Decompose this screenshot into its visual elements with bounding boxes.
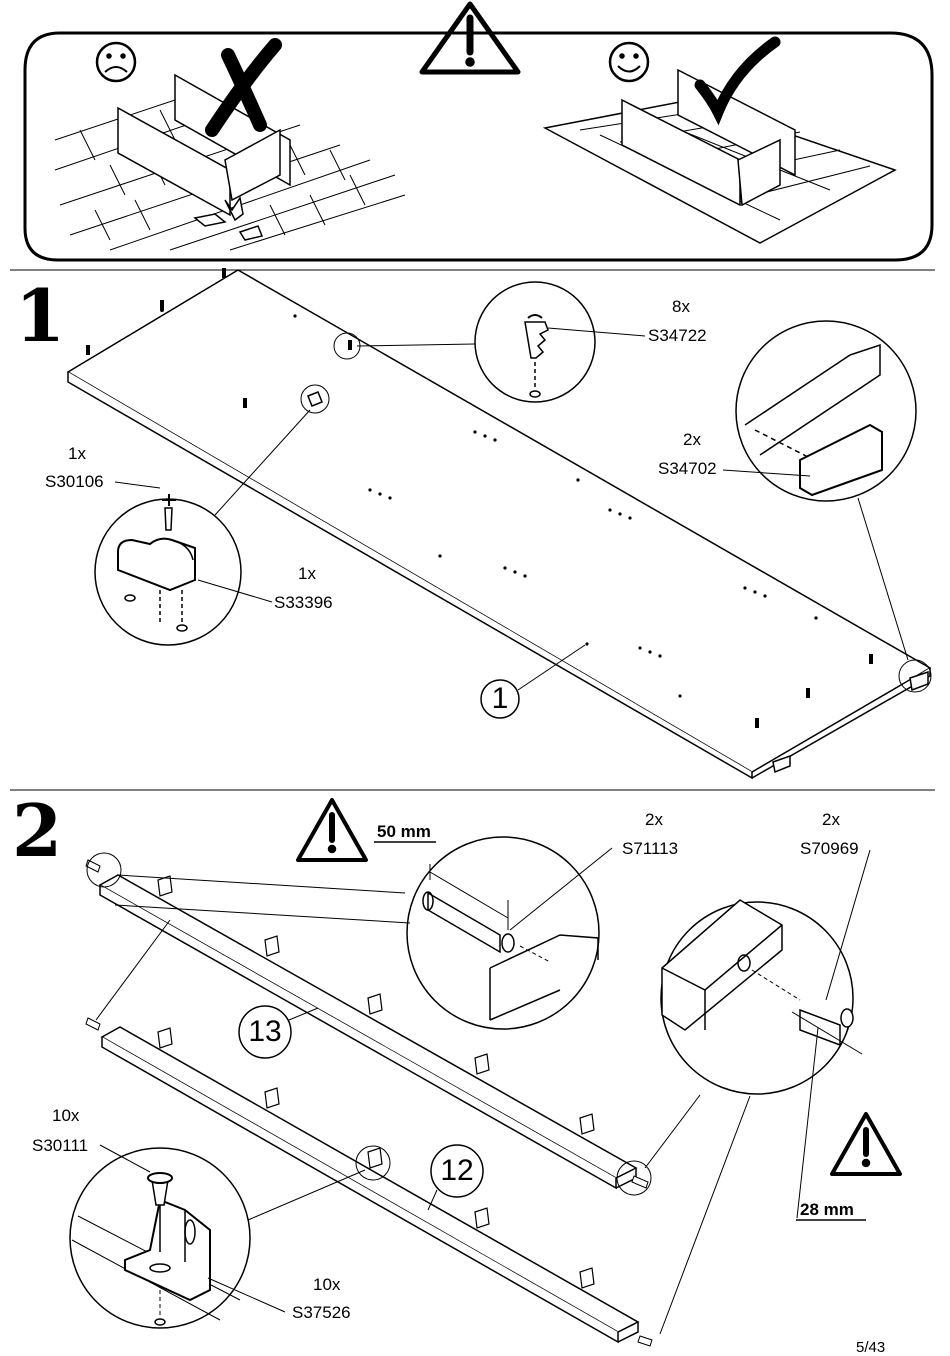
smiley-face-icon (608, 41, 650, 83)
qty-screw-s30106: 1x (68, 444, 86, 463)
page-number: 5/43 (856, 1339, 886, 1356)
qty-dowel-s70969: 2x (822, 810, 840, 829)
code-screw-s30106: S30106 (45, 472, 104, 491)
dowel-28-detail (644, 849, 871, 1335)
bracket-detail (69, 1144, 366, 1329)
sad-face-icon (95, 41, 137, 83)
code-dowel-s70969: S70969 (800, 839, 859, 858)
measure-28mm: 28 mm (800, 1200, 854, 1219)
panel-1 (66, 269, 932, 780)
broken-frame (117, 73, 291, 217)
step-2-number: 2 (12, 788, 63, 873)
rail-13 (98, 874, 638, 1190)
qty-bracket: 10x (313, 1275, 341, 1294)
warning-icon-small (296, 798, 368, 862)
part-label-12: 12 (440, 1154, 474, 1187)
cross-mark-icon (205, 38, 282, 137)
measure-50mm: 50 mm (377, 822, 431, 841)
qty-dowel-s71113: 2x (645, 810, 663, 829)
qty-cam-bolt: 8x (672, 297, 690, 316)
step2-drawing (69, 798, 902, 1347)
step-1-number: 1 (15, 273, 66, 358)
code-dowel-s71113: S71113 (622, 839, 679, 858)
dowel-50-detail (114, 836, 613, 1030)
code-glide-pad: S34702 (658, 459, 717, 478)
warning-icon-small-2 (830, 1112, 902, 1176)
cam-bolt-detail (333, 281, 646, 403)
breakage-icon (193, 196, 264, 241)
qty-glide-pad: 2x (683, 430, 701, 449)
cam-bolt-markers (86, 268, 873, 728)
rail-brackets (157, 875, 595, 1289)
code-shelf-clip: S33396 (274, 593, 333, 612)
qty-shelf-clip: 1x (298, 564, 316, 583)
shelf-clip-detail (94, 384, 330, 646)
warning-panel (23, 1, 934, 262)
glide-pad-detail (722, 320, 932, 693)
code-bracket: S37526 (292, 1303, 351, 1322)
warning-icon (419, 1, 521, 75)
part-label-1: 1 (491, 682, 509, 715)
step1-drawing (66, 268, 932, 780)
check-mark-icon (694, 36, 781, 126)
part-label-13: 13 (248, 1015, 282, 1048)
qty-screw-s30111: 10x (52, 1106, 80, 1125)
code-cam-bolt: S34722 (648, 326, 707, 345)
code-screw-s30111: S30111 (32, 1136, 89, 1155)
